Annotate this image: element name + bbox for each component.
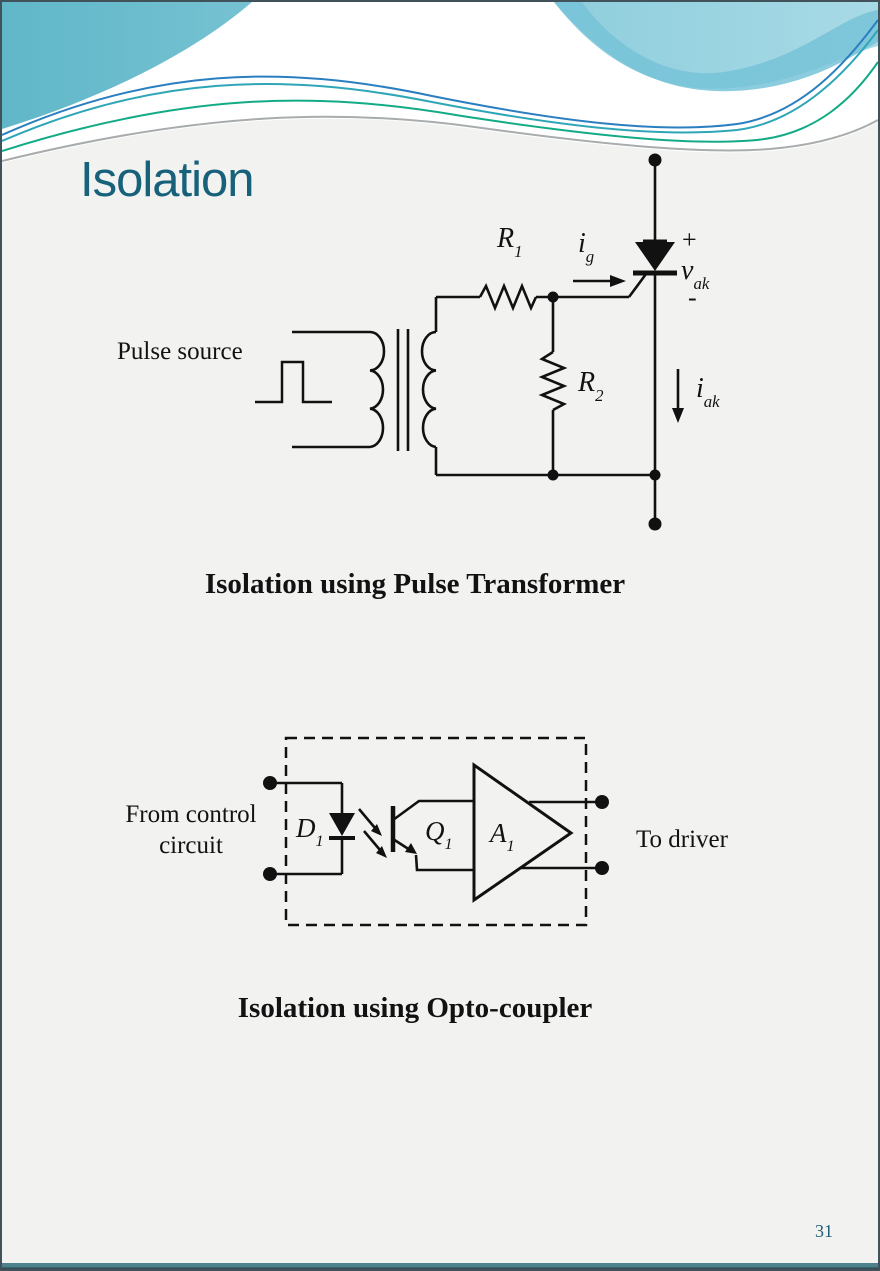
gate-lead: [627, 273, 648, 298]
pulse-transformer-symbol: [292, 297, 438, 475]
input-terminal-dot: [263, 867, 277, 881]
figure2-caption: Isolation using Opto-coupler: [237, 992, 593, 1024]
label-pulse-source: Pulse source: [117, 338, 243, 365]
label-iak: iak: [696, 373, 720, 411]
amplifier-triangle-symbol: [472, 762, 574, 903]
label-to-driver: To driver: [636, 826, 728, 853]
primary-winding: [369, 330, 386, 449]
led-symbol: [329, 813, 355, 874]
label-r2: R2: [578, 367, 604, 405]
page-number: 31: [815, 1221, 833, 1241]
pulse-transformer-circuit: [255, 153, 684, 531]
secondary-winding: [420, 330, 437, 449]
label-q1: Q1: [425, 816, 453, 854]
junction-dot: [547, 469, 559, 481]
header-line-gray: [2, 115, 878, 162]
label-plus-sign: +: [682, 225, 697, 254]
cathode-terminal-dot: [648, 517, 662, 531]
header-wave-graphic: [2, 2, 878, 172]
label-vak: vak: [681, 255, 710, 293]
emitter-wire: [414, 854, 474, 872]
header-line-green: [2, 61, 878, 152]
label-from-control-circuit: From control circuit: [125, 801, 257, 859]
thyristor-symbol: [627, 239, 677, 298]
emitter-lead: [392, 837, 411, 852]
anode-current-arrow: [672, 369, 684, 423]
label-d1: D1: [296, 813, 324, 851]
junction-dot: [649, 469, 661, 481]
header-blue-crescent: [554, 2, 878, 92]
resistor-r2: [538, 350, 568, 412]
header-line-blue: [2, 19, 878, 136]
pulse-waveform-icon: [255, 360, 332, 404]
input-terminal-dot: [263, 776, 277, 790]
output-terminal-dot: [595, 795, 609, 809]
output-terminal-dot: [595, 861, 609, 875]
header-line-teal: [2, 29, 878, 142]
page-title: Isolation: [80, 153, 255, 207]
label-r1: R1: [497, 223, 523, 261]
label-minus-sign: -: [688, 283, 697, 312]
label-ig: ig: [578, 228, 595, 266]
figure1-caption: Isolation using Pulse Transformer: [204, 568, 626, 600]
junction-dot: [547, 291, 559, 303]
light-emission-arrows: [358, 808, 387, 858]
label-a1: A1: [490, 818, 515, 856]
footer-accent-bar: [2, 1263, 878, 1269]
gate-current-arrow: [573, 275, 626, 287]
resistor-r1: [478, 282, 538, 312]
